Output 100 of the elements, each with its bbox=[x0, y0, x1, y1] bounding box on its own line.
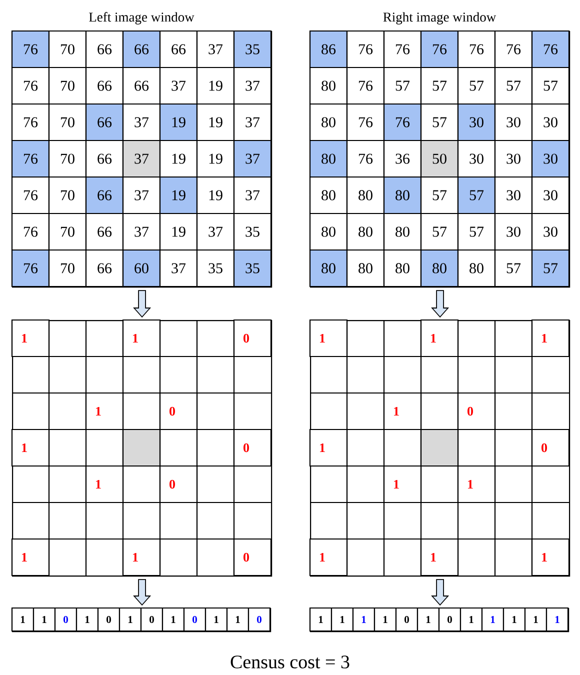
grid-cell: 70 bbox=[48, 66, 87, 105]
bit-cell: 0 bbox=[183, 607, 206, 632]
grid-cell: 66 bbox=[85, 176, 124, 214]
block-arrow bbox=[431, 579, 450, 606]
bit-cell: 1 bbox=[226, 607, 250, 632]
grid-cell: 80 bbox=[309, 212, 348, 251]
grid-cell: 30 bbox=[531, 176, 570, 214]
grid-cell: 37 bbox=[233, 176, 272, 214]
grid-cell: 0 bbox=[159, 392, 198, 430]
grid-cell: 1 bbox=[309, 319, 348, 358]
grid-cell: 1 bbox=[309, 538, 348, 576]
grid-cell: 70 bbox=[48, 212, 87, 251]
grid-cell: 35 bbox=[233, 212, 272, 251]
grid-cell: 60 bbox=[122, 249, 161, 288]
grid-cell: 0 bbox=[233, 538, 272, 576]
grid-cell: 1 bbox=[383, 465, 422, 504]
grid-cell: 66 bbox=[85, 140, 124, 178]
grid-cell: 80 bbox=[309, 66, 348, 105]
grid-cell: 1 bbox=[531, 538, 570, 576]
grid-cell: 76 bbox=[11, 249, 50, 288]
grid-cell: 76 bbox=[11, 30, 50, 68]
grid-cell: 0 bbox=[457, 392, 496, 430]
grid-cell: 1 bbox=[122, 319, 161, 358]
grid-cell: 70 bbox=[48, 249, 87, 288]
block-arrow bbox=[431, 290, 450, 318]
grid-cell: 57 bbox=[531, 66, 570, 105]
grid-cell: 80 bbox=[309, 140, 348, 178]
grid-cell: 37 bbox=[159, 249, 198, 288]
grid-cell: 66 bbox=[159, 30, 198, 68]
grid-cell: 80 bbox=[309, 103, 348, 142]
grid-cell: 37 bbox=[233, 140, 272, 178]
bit-cell: 0 bbox=[54, 607, 78, 632]
grid-cell: 37 bbox=[122, 140, 161, 178]
grid-cell: 57 bbox=[420, 176, 459, 214]
grid-cell: 35 bbox=[233, 249, 272, 288]
grid-cell: 66 bbox=[122, 66, 161, 105]
bit-cell: 1 bbox=[32, 607, 56, 632]
grid-cell: 1 bbox=[383, 392, 422, 430]
bit-cell: 1 bbox=[416, 607, 440, 632]
grid-title: Left image window bbox=[89, 12, 194, 24]
grid-cell: 66 bbox=[85, 66, 124, 105]
grid-cell: 37 bbox=[233, 103, 272, 142]
bit-cell: 0 bbox=[395, 607, 418, 632]
grid-cell: 80 bbox=[457, 249, 496, 288]
grid-cell: 66 bbox=[85, 103, 124, 142]
grid-cell: 19 bbox=[196, 176, 235, 214]
grid-cell: 76 bbox=[11, 212, 50, 251]
bit-cell: 1 bbox=[204, 607, 228, 632]
grid-cell: 1 bbox=[531, 319, 570, 358]
block-arrow bbox=[133, 290, 152, 318]
grid-cell: 76 bbox=[11, 66, 50, 105]
grid-cell: 0 bbox=[531, 428, 570, 467]
grid-cell: 30 bbox=[494, 212, 533, 251]
grid-cell: 57 bbox=[420, 66, 459, 105]
grid-cell: 57 bbox=[420, 212, 459, 251]
grid-cell: 76 bbox=[383, 30, 422, 68]
grid-cell: 80 bbox=[420, 249, 459, 288]
grid-cell: 36 bbox=[383, 140, 422, 178]
grid-cell: 57 bbox=[494, 249, 533, 288]
grid-cell: 1 bbox=[309, 428, 348, 467]
bit-cell: 1 bbox=[460, 607, 483, 632]
caption: Census cost = 3 bbox=[230, 656, 350, 668]
grid-cell: 57 bbox=[457, 66, 496, 105]
grid-cell: 0 bbox=[233, 428, 272, 467]
grid-cell: 37 bbox=[122, 176, 161, 214]
grid-cell: 35 bbox=[196, 249, 235, 288]
grid-cell: 80 bbox=[346, 176, 385, 214]
bit-cell: 1 bbox=[374, 607, 397, 632]
grid-cell: 70 bbox=[48, 176, 87, 214]
bit-cell: 1 bbox=[352, 607, 376, 632]
grid-cell: 57 bbox=[457, 212, 496, 251]
grid-cell: 37 bbox=[122, 103, 161, 142]
grid-cell: 50 bbox=[420, 140, 459, 178]
grid-cell: 66 bbox=[85, 212, 124, 251]
grid-cell: 57 bbox=[383, 66, 422, 105]
grid-cell: 37 bbox=[233, 66, 272, 105]
grid-cell: 76 bbox=[11, 176, 50, 214]
grid-cell: 1 bbox=[85, 465, 124, 504]
grid-cell: 66 bbox=[85, 30, 124, 68]
bit-cell: 1 bbox=[309, 607, 332, 632]
grid-cell: 80 bbox=[383, 212, 422, 251]
grid-cell: 37 bbox=[196, 212, 235, 251]
bit-cell: 1 bbox=[330, 607, 354, 632]
block-arrow bbox=[133, 579, 152, 606]
grid-cell: 37 bbox=[196, 30, 235, 68]
grid-cell: 35 bbox=[233, 30, 272, 68]
bit-cell: 0 bbox=[438, 607, 462, 632]
grid-cell: 30 bbox=[494, 140, 533, 178]
grid-cell: 19 bbox=[196, 66, 235, 105]
grid-cell: 1 bbox=[11, 538, 50, 576]
grid-cell: 66 bbox=[85, 249, 124, 288]
bit-cell: 1 bbox=[546, 607, 569, 632]
bit-cell: 1 bbox=[11, 607, 34, 632]
grid-cell: 70 bbox=[48, 30, 87, 68]
grid-cell: 57 bbox=[531, 249, 570, 288]
grid-cell: 76 bbox=[346, 140, 385, 178]
grid-cell: 19 bbox=[159, 176, 198, 214]
grid-cell: 37 bbox=[159, 66, 198, 105]
grid-cell: 0 bbox=[233, 319, 272, 358]
grid-cell: 76 bbox=[457, 30, 496, 68]
